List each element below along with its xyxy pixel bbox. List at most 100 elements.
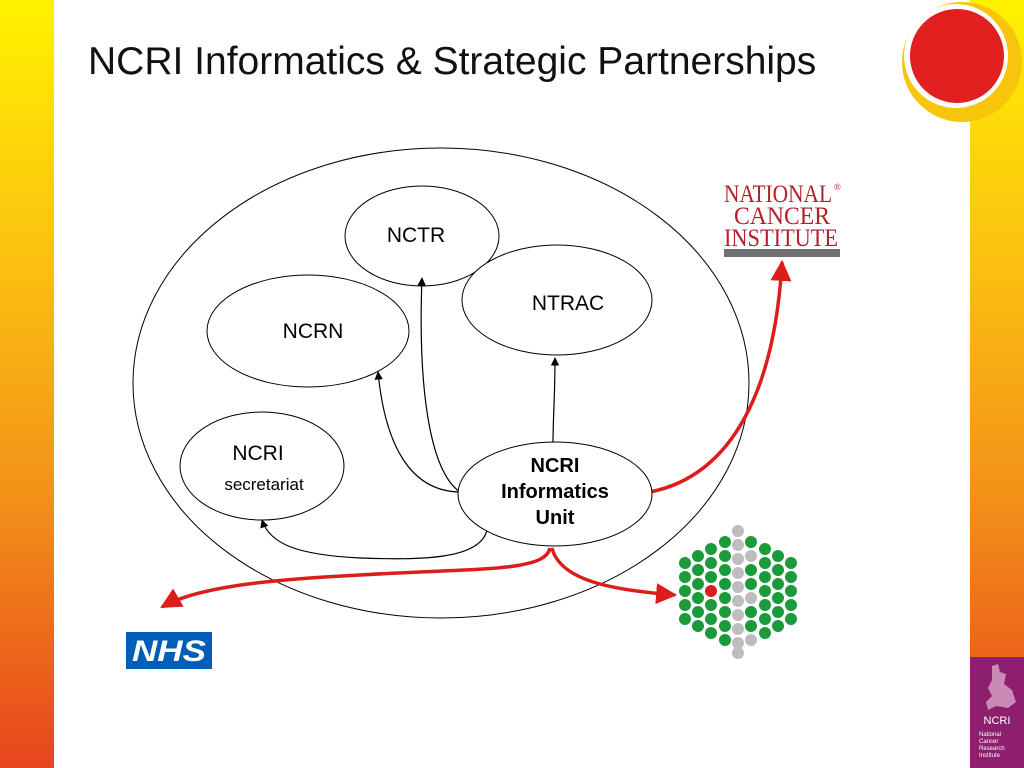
nhs-logo: NHS (126, 632, 212, 669)
ncri-logo: NCRI National Cancer Research Institute (970, 657, 1024, 768)
cluster-dot (705, 613, 717, 625)
cluster-dot (745, 620, 757, 632)
cluster-dot (772, 564, 784, 576)
cluster-dot (732, 647, 744, 659)
cluster-dot (692, 606, 704, 618)
cluster-dot (759, 571, 771, 583)
uk-map-icon (986, 664, 1016, 710)
cluster-dot (772, 578, 784, 590)
cluster-dot (719, 550, 731, 562)
cluster-dot (692, 578, 704, 590)
ncri-logo-sub2: Cancer (979, 739, 998, 745)
cluster-dot (759, 627, 771, 639)
nci-logo: NATIONAL CANCER INSTITUTE ® (724, 181, 841, 257)
cluster-dot (759, 543, 771, 555)
cluster-dot (745, 592, 757, 604)
nci-logo-line1: NATIONAL (724, 181, 832, 208)
cluster-dot (719, 592, 731, 604)
cluster-dot (732, 595, 744, 607)
node-ntrac: NTRAC (461, 244, 653, 356)
cluster-dot (732, 637, 744, 649)
cluster-dot (679, 557, 691, 569)
cluster-dot (679, 571, 691, 583)
node-ntrac-label: NTRAC (532, 292, 604, 315)
cluster-dot (745, 536, 757, 548)
cluster-dot (772, 620, 784, 632)
arrow-to-nci (649, 259, 792, 494)
cluster-dot (705, 571, 717, 583)
sun-logo-icon (902, 2, 1022, 122)
cluster-dot (745, 550, 757, 562)
cluster-dot (705, 557, 717, 569)
cluster-dot (785, 571, 797, 583)
cluster-dot (772, 592, 784, 604)
cluster-dot (679, 599, 691, 611)
ncri-logo-sub1: National (979, 732, 1001, 738)
ncri-logo-sub4: Institute (979, 753, 1001, 759)
cluster-dot (705, 585, 717, 597)
cluster-dot (732, 609, 744, 621)
cluster-dot (772, 550, 784, 562)
cluster-dot (692, 564, 704, 576)
nhs-logo-text: NHS (132, 635, 206, 668)
cluster-dot (759, 585, 771, 597)
cluster-dot (719, 620, 731, 632)
cluster-dot (745, 564, 757, 576)
arrow-to-ncrn (374, 371, 459, 493)
cluster-dot (759, 599, 771, 611)
arrow-to-secretariat (260, 519, 488, 560)
cluster-dot (732, 623, 744, 635)
node-secretariat-line2: secretariat (224, 475, 304, 494)
node-ncri-informatics-unit: NCRI Informatics Unit (457, 441, 653, 547)
cluster-dot (679, 585, 691, 597)
cluster-dot (785, 585, 797, 597)
cluster-dot (759, 557, 771, 569)
cluster-dot (745, 578, 757, 590)
cluster-dot (745, 634, 757, 646)
ncri-logo-name: NCRI (984, 715, 1011, 727)
node-nctr-label: NCTR (387, 224, 445, 247)
arrow-to-nhs (160, 547, 552, 609)
node-informatics-line3: Unit (536, 507, 575, 529)
cluster-dot (772, 606, 784, 618)
cluster-dot (705, 543, 717, 555)
cluster-dot (719, 634, 731, 646)
cluster-dot (719, 564, 731, 576)
arrow-to-ntrac (550, 357, 560, 443)
cluster-dot (745, 606, 757, 618)
cluster-dot (705, 627, 717, 639)
cluster-dot (732, 539, 744, 551)
cluster-dot (719, 606, 731, 618)
cluster-dot (759, 613, 771, 625)
node-ncrn: NCRN (206, 274, 410, 388)
nci-logo-line2: CANCER (734, 203, 830, 230)
nci-logo-line3: INSTITUTE (724, 225, 838, 252)
cluster-dot (785, 599, 797, 611)
nci-logo-mark: ® (834, 182, 841, 192)
cluster-dot (692, 620, 704, 632)
cluster-dot (692, 592, 704, 604)
cluster-dot (732, 525, 744, 537)
cluster-dot (785, 557, 797, 569)
arrow-to-nctr (417, 277, 461, 493)
node-secretariat-line1: NCRI (232, 442, 283, 465)
cluster-dot (719, 536, 731, 548)
arrow-to-cluster (550, 547, 678, 605)
cluster-dot (679, 613, 691, 625)
nci-logo-underline (724, 249, 840, 257)
slide-title: NCRI Informatics & Strategic Partnership… (88, 40, 817, 83)
cluster-dot (732, 567, 744, 579)
ncri-boundary-circle (132, 147, 750, 619)
right-gradient-bar (970, 0, 1024, 768)
ncri-logo-sub3: Research (979, 746, 1005, 752)
cluster-dot (785, 613, 797, 625)
dot-cluster-logo (679, 525, 797, 659)
node-ncrn-label: NCRN (283, 320, 344, 343)
node-informatics-line1: NCRI (531, 455, 580, 477)
node-informatics-line2: Informatics (501, 481, 609, 503)
cluster-dot (732, 581, 744, 593)
left-gradient-bar (0, 0, 54, 768)
cluster-dot (705, 599, 717, 611)
node-ncri-secretariat: NCRI secretariat (179, 411, 345, 521)
